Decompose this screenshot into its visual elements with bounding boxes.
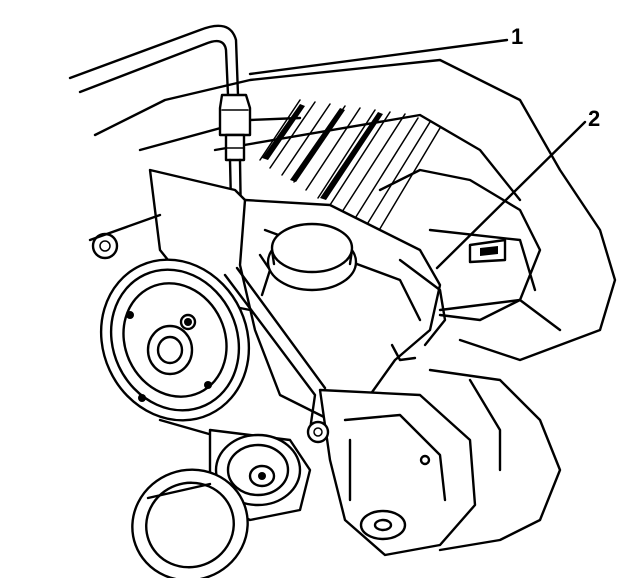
valve-cover <box>93 58 617 552</box>
leader-line-2 <box>435 120 587 270</box>
pump-pulley <box>99 258 251 422</box>
fluid-line <box>68 24 252 292</box>
callout-label-2: 2 <box>588 106 601 131</box>
callout-leaders <box>248 38 587 270</box>
mounting-bracket <box>306 388 477 557</box>
callout-label-1: 1 <box>511 24 524 49</box>
lower-pulley <box>131 468 249 578</box>
leader-line-1 <box>248 38 509 76</box>
fluid-reservoir <box>238 198 447 422</box>
